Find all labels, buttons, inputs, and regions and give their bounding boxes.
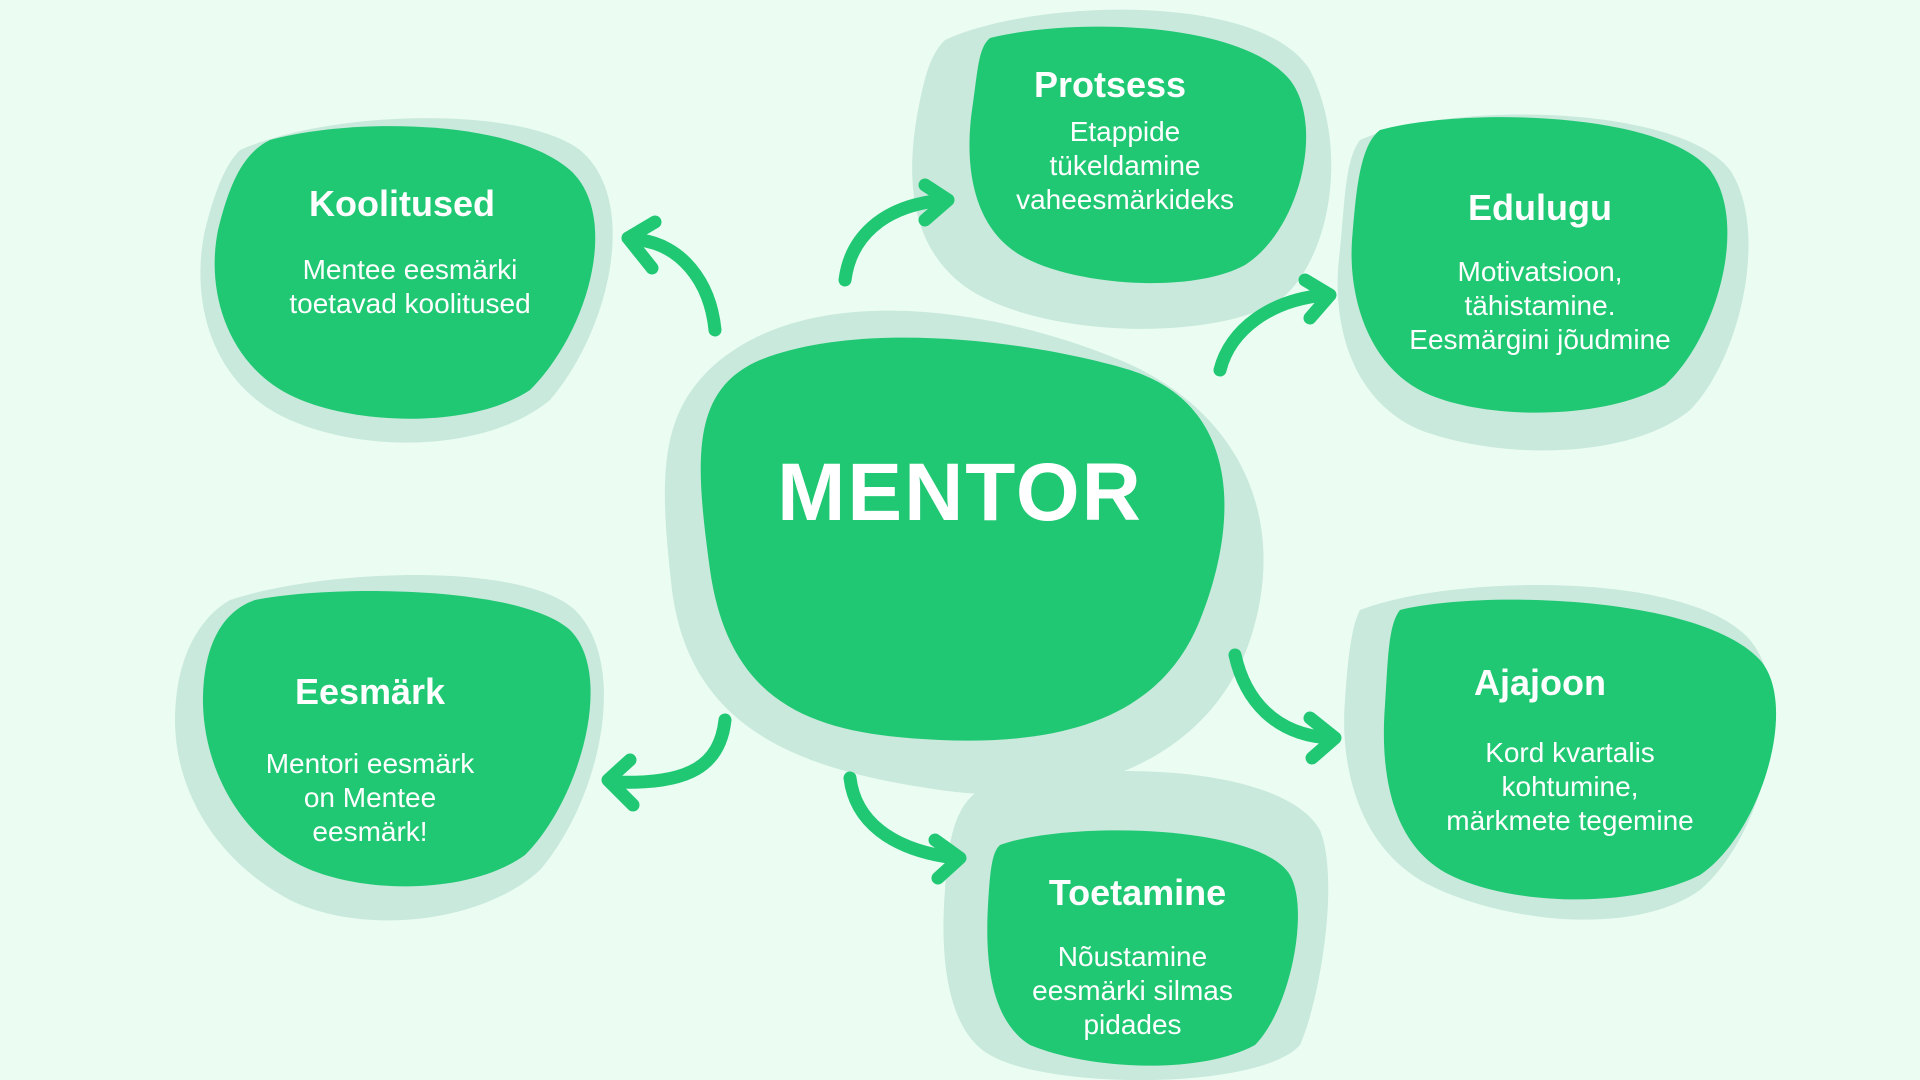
eesmark-blob xyxy=(202,591,591,887)
arrow-to-edulugu xyxy=(1213,273,1337,377)
arrow-to-toetamine xyxy=(843,771,967,885)
koolitused-description: Mentee eesmärki toetavad koolitused xyxy=(289,254,531,319)
eesmark-description: Mentori eesmärk on Mentee eesmärk! xyxy=(265,748,475,847)
arrow-to-eesmark xyxy=(601,713,732,812)
ajajoon-title: Ajajoon xyxy=(1474,662,1606,703)
arrow-to-protsess xyxy=(838,178,955,287)
center-blob xyxy=(700,337,1225,741)
arrow-to-koolitused xyxy=(621,215,722,337)
protsess-blob xyxy=(969,26,1307,284)
koolitused-title: Koolitused xyxy=(309,183,495,224)
protsess-description: Etappide tükeldamine vaheesmärkideks xyxy=(1016,116,1234,215)
ajajoon-description: Kord kvartalis kohtumine, märkmete tegem… xyxy=(1446,737,1694,836)
edulugu-blob xyxy=(1351,117,1728,413)
koolitused-blob xyxy=(214,126,596,419)
toetamine-blob xyxy=(987,830,1298,1066)
protsess-title: Protsess xyxy=(1033,64,1187,105)
toetamine-title: Toetamine xyxy=(1048,872,1227,913)
edulugu-description: Motivatsioon, tähistamine. Eesmärgini jõ… xyxy=(1409,256,1671,355)
arrow-to-ajajoon xyxy=(1228,648,1342,765)
ajajoon-blob xyxy=(1383,599,1777,900)
edulugu-title: Edulugu xyxy=(1468,187,1612,228)
toetamine-description: Nõustamine eesmärki silmas pidades xyxy=(1032,941,1233,1040)
center-title: MENTOR xyxy=(777,447,1143,538)
eesmark-title: Eesmärk xyxy=(294,671,446,712)
